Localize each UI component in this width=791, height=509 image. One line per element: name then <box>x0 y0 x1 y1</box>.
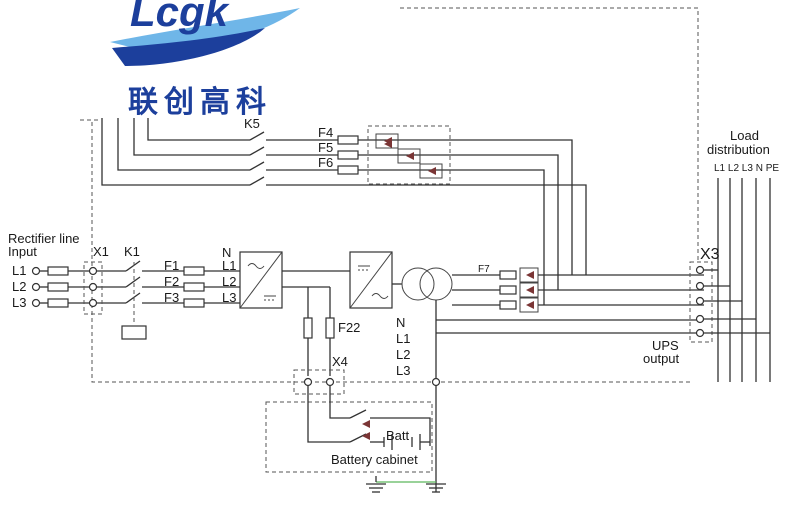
power-conversion: N L1 L2 L3 <box>239 251 704 492</box>
logo-chinese-name: 联创高科 <box>128 86 272 119</box>
label-l1-mid: L1 <box>396 331 410 346</box>
fuse-f1 <box>183 266 205 276</box>
label-k1: K1 <box>124 244 140 259</box>
rectifier-input: Rectifier line Input X1 K1 L1 L2 L3 <box>8 231 240 340</box>
logo-wordmark: Lcgk <box>130 0 231 35</box>
transformer-coil-2 <box>419 267 453 301</box>
input-l1-label: L1 <box>12 263 26 278</box>
terminal-x4 <box>293 369 345 395</box>
ups-output-line2: output <box>643 351 680 366</box>
bypass-thyristors <box>375 133 443 179</box>
label-f1: F1 <box>164 258 179 273</box>
load-title-line1: Load <box>730 128 759 143</box>
label-f4: F4 <box>318 125 333 140</box>
label-f22: F22 <box>338 320 360 335</box>
dc-link: F22 X4 <box>293 317 441 395</box>
logo-swoosh-dark <box>112 28 265 66</box>
rectifier-label-line1: Rectifier line <box>8 231 80 246</box>
company-logo: Lcgk 联创高科 <box>110 0 300 119</box>
load-title-line2: distribution <box>707 142 770 157</box>
fuse-f4 <box>337 135 359 145</box>
label-f7: F7 <box>478 264 490 275</box>
label-x1: X1 <box>93 244 109 259</box>
ground-symbols <box>366 476 446 493</box>
label-batt: Batt <box>386 428 410 443</box>
load-phase-labels: L1 L2 L3 N PE <box>714 163 779 174</box>
label-x3: X3 <box>700 246 720 263</box>
output-thyristors <box>519 267 539 313</box>
label-k5: K5 <box>244 116 260 131</box>
fuse-f22 <box>325 317 335 339</box>
output-section: F7 X3 UPS output <box>478 246 770 366</box>
battery-cabinet-label: Battery cabinet <box>331 452 418 467</box>
terminal-x3 <box>689 261 713 343</box>
label-n-mid: N <box>396 315 405 330</box>
bypass-lines: K5 F4 F5 F6 <box>101 116 587 305</box>
fuse-f3 <box>183 298 205 308</box>
label-x4: X4 <box>332 354 348 369</box>
label-n-top: N <box>222 245 231 260</box>
fuse-f6 <box>337 165 359 175</box>
logo-swoosh-light <box>110 8 300 52</box>
transformer-coil-1 <box>401 267 435 301</box>
terminal-x1 <box>83 261 103 315</box>
label-l3-mid: L3 <box>396 363 410 378</box>
label-f3: F3 <box>164 290 179 305</box>
fuse-f2 <box>183 282 205 292</box>
rectifier-label-line2: Input <box>8 244 37 259</box>
label-l2-mid: L2 <box>396 347 410 362</box>
fuse-dc-left <box>303 317 313 339</box>
battery-cabinet: Batt Battery cabinet <box>265 386 433 473</box>
k1-coil <box>121 325 147 340</box>
load-distribution: Load distribution L1 L2 L3 N PE <box>707 128 779 382</box>
ups-output-line1: UPS <box>652 338 679 353</box>
label-l1-top: L1 <box>222 258 236 273</box>
label-l3-top: L3 <box>222 290 236 305</box>
label-f2: F2 <box>164 274 179 289</box>
input-l3-label: L3 <box>12 295 26 310</box>
label-l2-top: L2 <box>222 274 236 289</box>
label-f5: F5 <box>318 140 333 155</box>
battery-cabinet-box <box>265 401 433 473</box>
ups-enclosure-outline <box>80 7 699 383</box>
label-f6: F6 <box>318 155 333 170</box>
input-l2-label: L2 <box>12 279 26 294</box>
fuse-f5 <box>337 150 359 160</box>
